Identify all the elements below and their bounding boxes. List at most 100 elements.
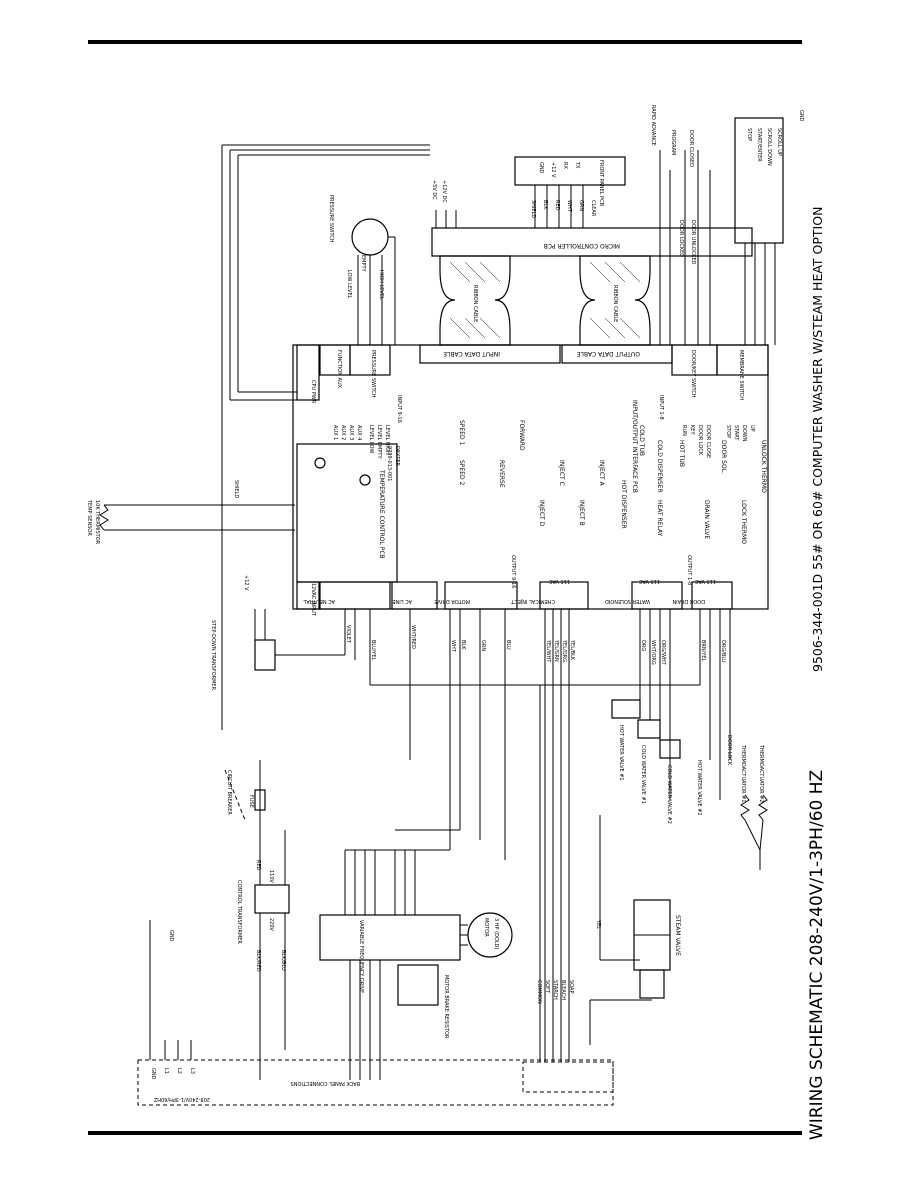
input-labels-right: INPUT 1-8 RUN KEY DOOR LOCK DOOR CLOSE S… <box>658 395 755 458</box>
output-label: SPEED 2 <box>458 460 465 486</box>
temp-pcb-mfr: DEXTER <box>394 446 400 467</box>
chem-inject-label: CHEMICAL INJECT <box>510 598 555 604</box>
input-label: AUX 3 <box>348 425 354 440</box>
vfd-box <box>319 914 461 961</box>
wire-color: YEL/WHT <box>545 639 551 663</box>
chem-inject-connector <box>539 581 589 610</box>
output-labels: SPEED 1 SPEED 2 REVERSE FORWARD INJECT C… <box>458 420 767 544</box>
micro-5v: +5V DC <box>431 180 437 200</box>
output-label: INJECT A <box>598 460 605 487</box>
input-label: RUN <box>681 425 687 436</box>
thermistor-symbol <box>99 504 109 531</box>
ribbon-label: RIBBON CABLE <box>472 285 478 322</box>
switch-label: RAPID ADVANCE <box>650 105 656 146</box>
schematic-title: WIRING SCHEMATIC 208-240V/1-3PH/60 HZ <box>807 770 827 1140</box>
motor-brake-label: MOTOR BRAKE RESISTOR <box>443 975 449 1039</box>
ribbon-hatch <box>449 261 641 339</box>
wire-color: WHT/ORG <box>650 640 656 665</box>
wire-color: ORG <box>640 640 646 651</box>
ribbon-cable-output <box>579 255 651 346</box>
fuse <box>254 789 266 811</box>
ac-neutral-label: AC NEUTRAL <box>303 598 335 604</box>
input-labels-left: AUX 1 AUX 2 AUX 3 AUX 4 LEVEL LOW LEVEL … <box>332 395 402 459</box>
gnd-label: GND <box>168 930 174 942</box>
keypad-label: START/ENTER <box>756 128 762 162</box>
motor <box>467 912 513 958</box>
fp-wire: GRN <box>578 200 584 211</box>
pressure-connector <box>349 344 391 376</box>
motor-label: MOTOR <box>483 918 489 937</box>
input-label: AUX 1 <box>332 425 338 440</box>
tx-220v: 220V <box>268 918 274 932</box>
wire-color: YEL/ORG <box>561 639 567 662</box>
wire-color: BLK/RED <box>255 950 261 972</box>
fp-wire: RED <box>554 200 560 211</box>
chem-label: SOFT <box>544 980 550 994</box>
io-pcb-label: INPUT/OUTPUT INTERFACE PCB <box>631 400 638 493</box>
input-label: STOP <box>725 425 731 438</box>
12vac-input-connector <box>296 581 320 610</box>
wire-color: YEL <box>595 919 601 929</box>
input-label: DOOR CLOSE <box>705 425 711 458</box>
wire-color: VIOLET <box>345 625 351 644</box>
output-1-8-label: OUTPUT 1-8 <box>686 555 692 585</box>
hot-water-valve-1 <box>611 699 641 719</box>
ac-line-label: AC LINE <box>392 598 412 604</box>
motor-hp: 3 HP (DOLD) <box>493 918 499 950</box>
fp-wire: SHIELD <box>530 200 536 218</box>
supply-terminal: GND <box>150 1068 156 1080</box>
thermistor-label: 10K THERMISTOR <box>94 500 100 545</box>
switch-label: DOOR UNLOCKED <box>690 220 696 265</box>
input-label: AUX 2 <box>340 425 346 440</box>
temp-cal-pot <box>359 474 371 486</box>
wire-color: ORG/BLU <box>720 640 726 663</box>
function-aux-label: FUNCTION AUX. <box>336 350 342 390</box>
wire-color: BLU <box>505 640 511 650</box>
membrane-connector <box>716 344 769 376</box>
output-label: INJECT C <box>558 460 565 486</box>
pressure-connector-label: PRESSURE SWITCH <box>370 350 376 398</box>
stepdown-label: STEP-DOWN TRANSFORMER <box>210 620 216 691</box>
door-drain-connector <box>691 581 733 610</box>
input-label: AUX 4 <box>356 425 362 440</box>
chem-label: SOAP <box>568 980 574 993</box>
tx-110v: 110V <box>268 870 274 884</box>
fp-wire: CLEAR <box>590 200 596 217</box>
fp-pin: GND <box>538 162 544 174</box>
wire-color-labels: WHT BLK GRN BLU VIOLET BLU/YEL WHT/RED Y… <box>243 575 726 972</box>
keypad-label: STOP <box>746 128 752 141</box>
steam-valve-solenoid <box>639 969 665 999</box>
output-data-cable-label: OUTPUT DATA CABLE <box>577 350 640 357</box>
wire-color: GRN <box>480 640 486 651</box>
valve-label: HOT WATER VALVE #1 <box>618 725 624 781</box>
top-rule <box>88 40 802 44</box>
chemical-line-labels: COMMON SOFT STARCH BLEACH SOAP <box>536 980 574 1004</box>
switch-label: PROGRAM <box>670 130 676 155</box>
micro-controller-pcb <box>431 227 753 257</box>
ribbon-cable-input <box>439 255 511 346</box>
keypad-outline <box>734 117 784 244</box>
thermo-2-label: THERMOACTUATOR #2 <box>758 744 764 803</box>
output-label: INJECT D <box>538 500 545 527</box>
fp-wire: BLK <box>542 200 548 210</box>
temp-sensor-label: TEMP SENSOR <box>86 499 92 536</box>
door-drain-label: DOOR DRAIN <box>672 598 705 604</box>
vac115-water: 115 VAC <box>638 578 660 584</box>
chem-label: STARCH <box>552 980 558 1000</box>
breaker-dash <box>224 769 246 821</box>
cpu-pwr-connector <box>296 344 320 401</box>
temp-pcb-label: TEMPERATURE CONTROL PCB <box>378 469 385 559</box>
wire-color: YEL/GRN <box>553 639 559 662</box>
wire-color: BRN/YEL <box>700 640 706 662</box>
steam-valve-label: STEAM VALVE <box>674 915 681 956</box>
cold-water-valve-2 <box>659 739 681 759</box>
back-panel <box>137 1059 614 1106</box>
output-label: DRAIN VALVE <box>703 500 710 539</box>
thermoactuator-1 <box>740 794 750 821</box>
front-panel-wires: SHIELD BLK RED WHT GRN CLEAR <box>530 185 596 228</box>
valve-label: COLD WATER VALVE #2 <box>666 765 672 824</box>
thermo-1-label: THERMOACTUATOR #1 <box>740 744 746 803</box>
input-9-16-label: INPUT 9-16 <box>396 395 402 423</box>
water-solenoid-label: WATER SOLENOID <box>605 598 650 604</box>
control-transformer <box>254 884 290 914</box>
